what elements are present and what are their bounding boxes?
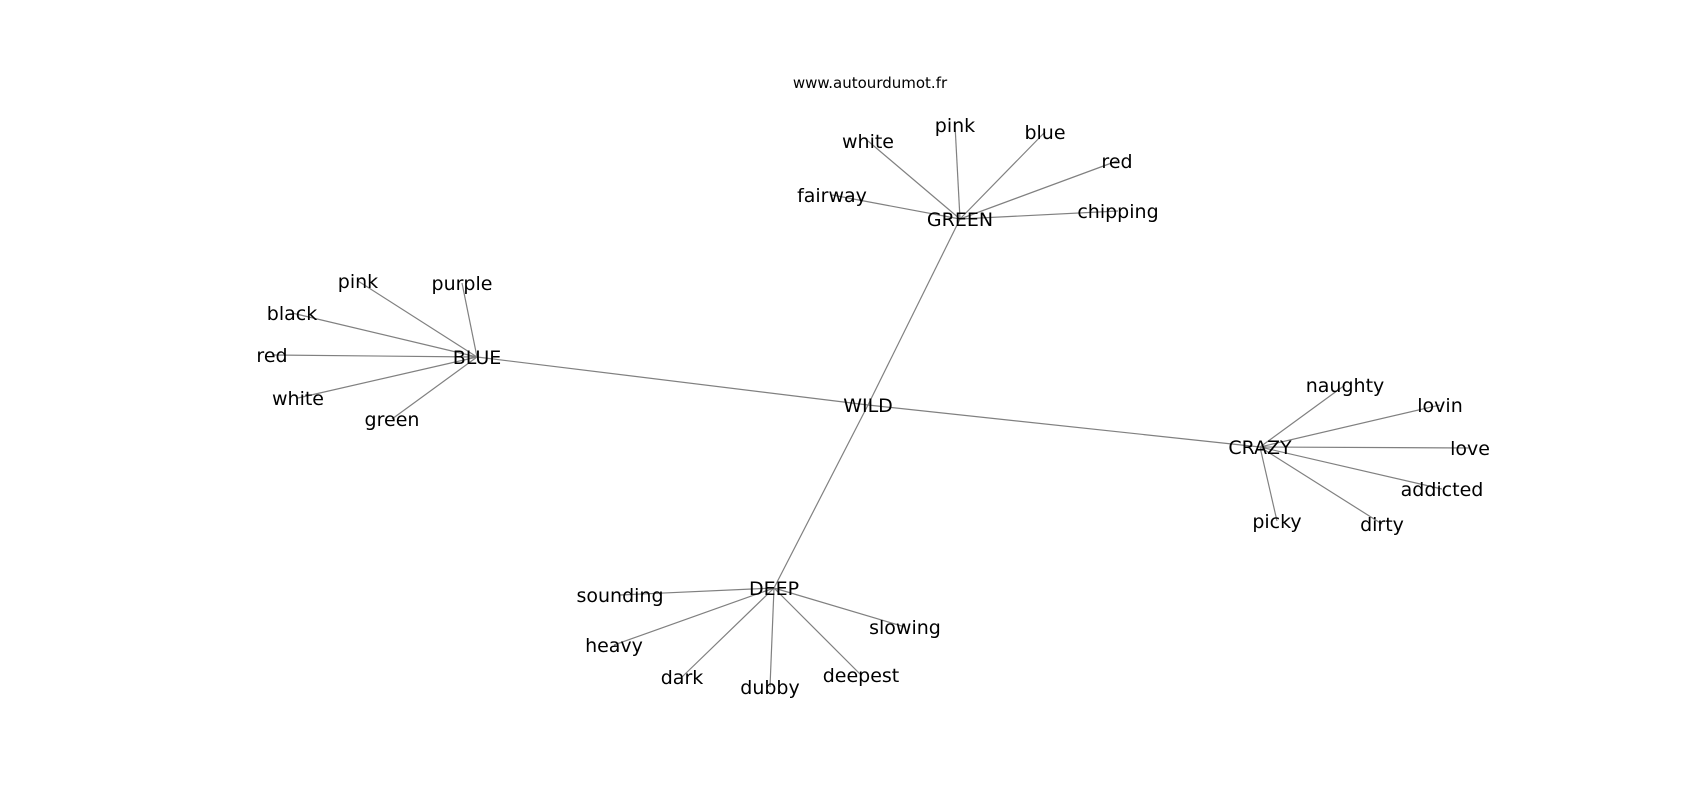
node-deep-dark: dark — [661, 667, 704, 689]
node-green-white: white — [842, 131, 894, 153]
edge-green-white — [867, 140, 961, 220]
node-deep: DEEP — [749, 578, 799, 600]
edge-wild-crazy — [867, 404, 1261, 448]
edge-green-pink — [954, 124, 961, 220]
node-crazy-lovin: lovin — [1417, 395, 1462, 417]
edge-blue-red — [271, 354, 478, 358]
edge-deep-slowing — [773, 587, 906, 628]
edge-green-red — [959, 160, 1118, 220]
node-deep-slowing: slowing — [869, 617, 941, 639]
node-blue-white: white — [272, 388, 324, 410]
edge-crazy-picky — [1259, 446, 1278, 522]
node-deep-heavy: heavy — [585, 635, 643, 657]
edge-wild-blue — [476, 356, 869, 406]
node-blue: BLUE — [453, 347, 502, 369]
edge-deep-sounding — [619, 587, 775, 596]
node-blue-black: black — [267, 303, 317, 325]
node-deep-sounding: sounding — [576, 585, 663, 607]
edge-wild-deep — [773, 404, 869, 589]
node-green-blue: blue — [1024, 122, 1065, 144]
edge-green-blue — [959, 131, 1046, 220]
edge-blue-black — [291, 312, 478, 358]
site-url: www.autourdumot.fr — [793, 74, 948, 92]
edge-deep-deepest — [773, 587, 862, 676]
node-wild: WILD — [843, 395, 893, 417]
edge-blue-purple — [461, 282, 478, 358]
node-crazy-love: love — [1450, 438, 1490, 460]
node-green: GREEN — [927, 209, 993, 231]
node-green-red: red — [1101, 151, 1132, 173]
edge-green-chipping — [959, 210, 1119, 220]
edge-crazy-love — [1259, 446, 1471, 449]
node-blue-green: green — [365, 409, 420, 431]
edge-wild-green — [867, 218, 961, 406]
edge-green-fairway — [831, 194, 961, 220]
edge-deep-dark — [681, 587, 775, 678]
node-crazy-addicted: addicted — [1401, 479, 1484, 501]
edge-crazy-dirty — [1259, 446, 1383, 525]
node-blue-red: red — [256, 345, 287, 367]
graph-labels: www.autourdumot.fr WILD GREEN white pink blu… — [256, 74, 1490, 699]
edge-blue-green — [391, 356, 478, 420]
edge-blue-pink — [357, 280, 478, 358]
edge-blue-white — [297, 356, 478, 399]
node-green-fairway: fairway — [797, 185, 867, 207]
node-deep-dubby: dubby — [740, 677, 799, 699]
node-green-chipping: chipping — [1077, 201, 1158, 223]
edge-crazy-naughty — [1259, 384, 1346, 448]
node-blue-purple: purple — [432, 273, 493, 295]
node-crazy: CRAZY — [1228, 437, 1292, 459]
node-crazy-naughty: naughty — [1306, 375, 1385, 397]
edge-crazy-lovin — [1259, 404, 1441, 448]
edge-crazy-addicted — [1259, 446, 1443, 490]
edge-deep-heavy — [613, 587, 775, 646]
graph-edges — [271, 124, 1471, 688]
node-green-pink: pink — [935, 115, 975, 137]
node-crazy-dirty: dirty — [1360, 514, 1404, 536]
node-crazy-picky: picky — [1252, 511, 1301, 533]
edge-deep-dubby — [769, 587, 775, 688]
node-deep-deepest: deepest — [823, 665, 900, 687]
node-blue-pink: pink — [338, 271, 378, 293]
